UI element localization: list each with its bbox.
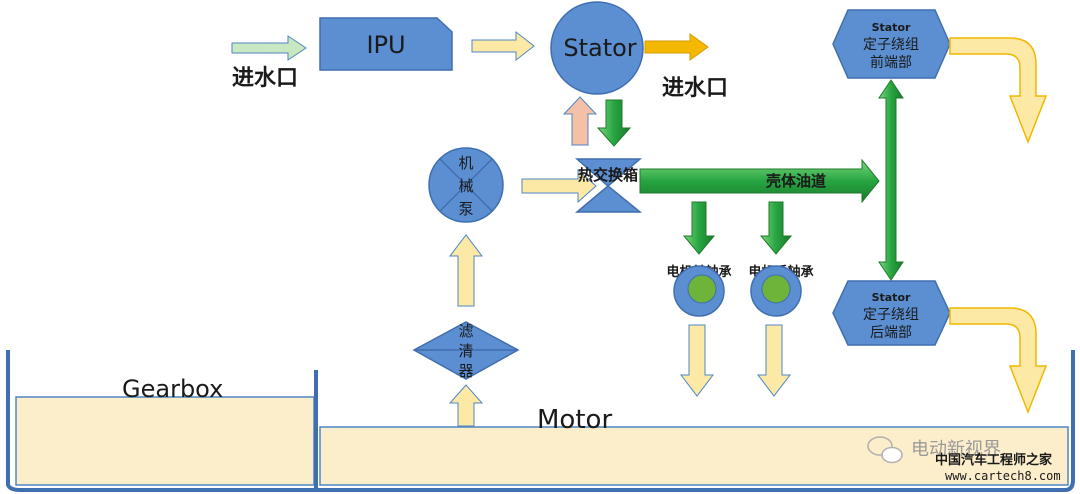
filter-label-3: 器 xyxy=(458,362,473,380)
rear-end-label-3: 后端部 xyxy=(870,325,912,341)
heat-exchanger-label: 热交换箱 xyxy=(578,166,638,184)
front-bearing-feed-arrow xyxy=(682,201,716,255)
rear-bearing-inner xyxy=(761,274,791,304)
water-inlet-label-right: 进水口 xyxy=(662,76,728,101)
ipu-box xyxy=(319,17,453,71)
housing-channel-arrow xyxy=(639,158,880,204)
pump-label-2: 械 xyxy=(458,177,473,195)
gearbox-oil xyxy=(15,396,315,486)
rear-end-label-1: Stator xyxy=(872,291,911,304)
filter-label-1: 滤 xyxy=(458,322,473,340)
motor-oil xyxy=(319,426,1069,486)
pump-label-3: 泵 xyxy=(458,200,473,218)
filter-label-2: 清 xyxy=(458,342,473,360)
coolant-up-arrow xyxy=(562,96,598,146)
inlet-arrow-left xyxy=(231,35,307,61)
stator-front-end xyxy=(832,9,951,79)
coolant-down-arrow xyxy=(596,99,632,147)
stator-circle xyxy=(550,1,644,95)
watermark-account: 电动新视界 xyxy=(911,439,1001,460)
rear-end-drain-arrow xyxy=(949,307,1048,415)
filter-to-pump-arrow xyxy=(448,234,484,307)
front-bearing-drain-arrow xyxy=(679,324,715,397)
watermark-site-url: www.cartech8.com xyxy=(945,469,1061,483)
rear-bearing-feed-arrow xyxy=(759,201,793,255)
housing-channel-label: 壳体油道 xyxy=(765,172,826,190)
ipu-label: IPU xyxy=(366,31,405,59)
front-end-label-1: Stator xyxy=(872,21,911,34)
rear-bearing-drain-arrow xyxy=(756,324,792,397)
sump-to-filter-arrow xyxy=(448,384,484,427)
front-end-label-3: 前端部 xyxy=(870,54,912,71)
wechat-icon xyxy=(867,436,903,464)
front-end-label-2: 定子绕组 xyxy=(863,37,919,53)
watermark-site-cn: 中国汽车工程师之家 xyxy=(935,452,1053,468)
stator-label: Stator xyxy=(563,34,636,62)
pump-label-1: 机 xyxy=(458,154,473,172)
front-bearing-inner xyxy=(687,274,717,304)
heat-exchanger xyxy=(574,158,643,213)
end-winding-link-arrow xyxy=(878,79,904,281)
gearbox-label: Gearbox xyxy=(122,375,223,403)
rear-end-label-2: 定子绕组 xyxy=(863,307,919,323)
ipu-to-stator-arrow xyxy=(471,30,535,62)
stator-rear-end xyxy=(832,280,951,346)
stator-outlet-arrow xyxy=(644,33,709,61)
motor-label: Motor xyxy=(537,405,612,435)
water-inlet-label-left: 进水口 xyxy=(232,66,298,91)
front-end-drain-arrow xyxy=(949,37,1048,145)
sump-outline xyxy=(6,350,1075,492)
pump-to-exchanger-arrow xyxy=(521,168,597,204)
pump-cross-2 xyxy=(439,158,493,212)
